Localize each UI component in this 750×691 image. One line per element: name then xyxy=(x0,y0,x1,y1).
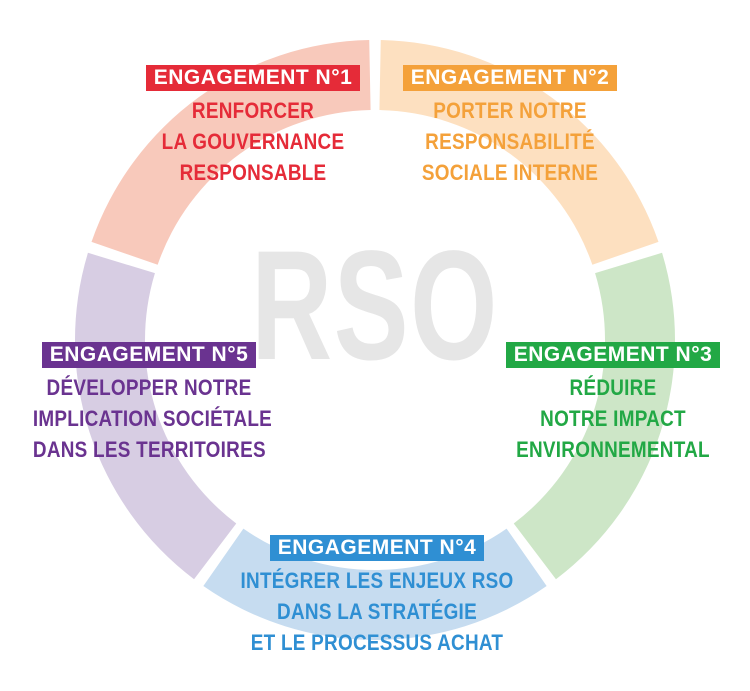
engagement-5: ENGAGEMENT N°5 DÉVELOPPER NOTRE IMPLICAT… xyxy=(14,342,284,465)
engagement-4-badge: ENGAGEMENT N°4 xyxy=(269,535,485,561)
ring-segment-2 xyxy=(379,40,659,265)
engagement-4-line-1: INTÉGRER LES ENJEUX RSO xyxy=(240,568,514,593)
engagement-3-title: RÉDUIRE NOTRE IMPACT ENVIRONNEMENTAL xyxy=(490,372,736,465)
engagement-3: ENGAGEMENT N°3 RÉDUIRE NOTRE IMPACT ENVI… xyxy=(490,342,736,465)
ring-segment-3 xyxy=(513,252,675,580)
engagement-5-badge: ENGAGEMENT N°5 xyxy=(41,342,257,368)
engagement-4: ENGAGEMENT N°4 INTÉGRER LES ENJEUX RSO D… xyxy=(196,535,558,658)
engagement-1-title: RENFORCER LA GOUVERNANCE RESPONSABLE xyxy=(133,95,373,188)
engagement-5-line-2: IMPLICATION SOCIÉTALE xyxy=(32,406,273,431)
engagement-3-line-1: RÉDUIRE xyxy=(569,375,657,400)
engagement-1-line-2: LA GOUVERNANCE xyxy=(161,129,345,154)
engagement-5-line-3: DANS LES TERRITOIRES xyxy=(32,437,266,462)
center-label-rso: RSO xyxy=(251,219,499,393)
engagement-2-line-3: SOCIALE INTERNE xyxy=(421,160,599,185)
engagement-4-line-2: DANS LA STRATÉGIE xyxy=(277,599,477,624)
engagement-3-line-2: NOTRE IMPACT xyxy=(540,406,686,431)
engagement-4-line-3: ET LE PROCESSUS ACHAT xyxy=(250,630,504,655)
engagement-1-line-3: RESPONSABLE xyxy=(179,160,327,185)
engagement-2-badge: ENGAGEMENT N°2 xyxy=(402,65,618,91)
ring-segment-5 xyxy=(74,252,237,580)
engagement-2: ENGAGEMENT N°2 PORTER NOTRE RESPONSABILI… xyxy=(385,65,635,188)
engagement-3-line-3: ENVIRONNEMENTAL xyxy=(516,437,710,462)
ring-segment-1 xyxy=(91,40,371,265)
engagement-1-badge: ENGAGEMENT N°1 xyxy=(145,65,361,91)
engagement-4-title: INTÉGRER LES ENJEUX RSO DANS LA STRATÉGI… xyxy=(196,565,558,658)
engagement-1-line-1: RENFORCER xyxy=(191,98,315,123)
engagement-3-badge: ENGAGEMENT N°3 xyxy=(505,342,721,368)
engagement-5-title: DÉVELOPPER NOTRE IMPLICATION SOCIÉTALE D… xyxy=(14,372,284,465)
engagement-2-line-2: RESPONSABILITÉ xyxy=(425,129,595,154)
engagement-1: ENGAGEMENT N°1 RENFORCER LA GOUVERNANCE … xyxy=(133,65,373,188)
engagement-2-line-1: PORTER NOTRE xyxy=(433,98,587,123)
engagement-5-line-1: DÉVELOPPER NOTRE xyxy=(46,375,252,400)
engagement-2-title: PORTER NOTRE RESPONSABILITÉ SOCIALE INTE… xyxy=(385,95,635,188)
